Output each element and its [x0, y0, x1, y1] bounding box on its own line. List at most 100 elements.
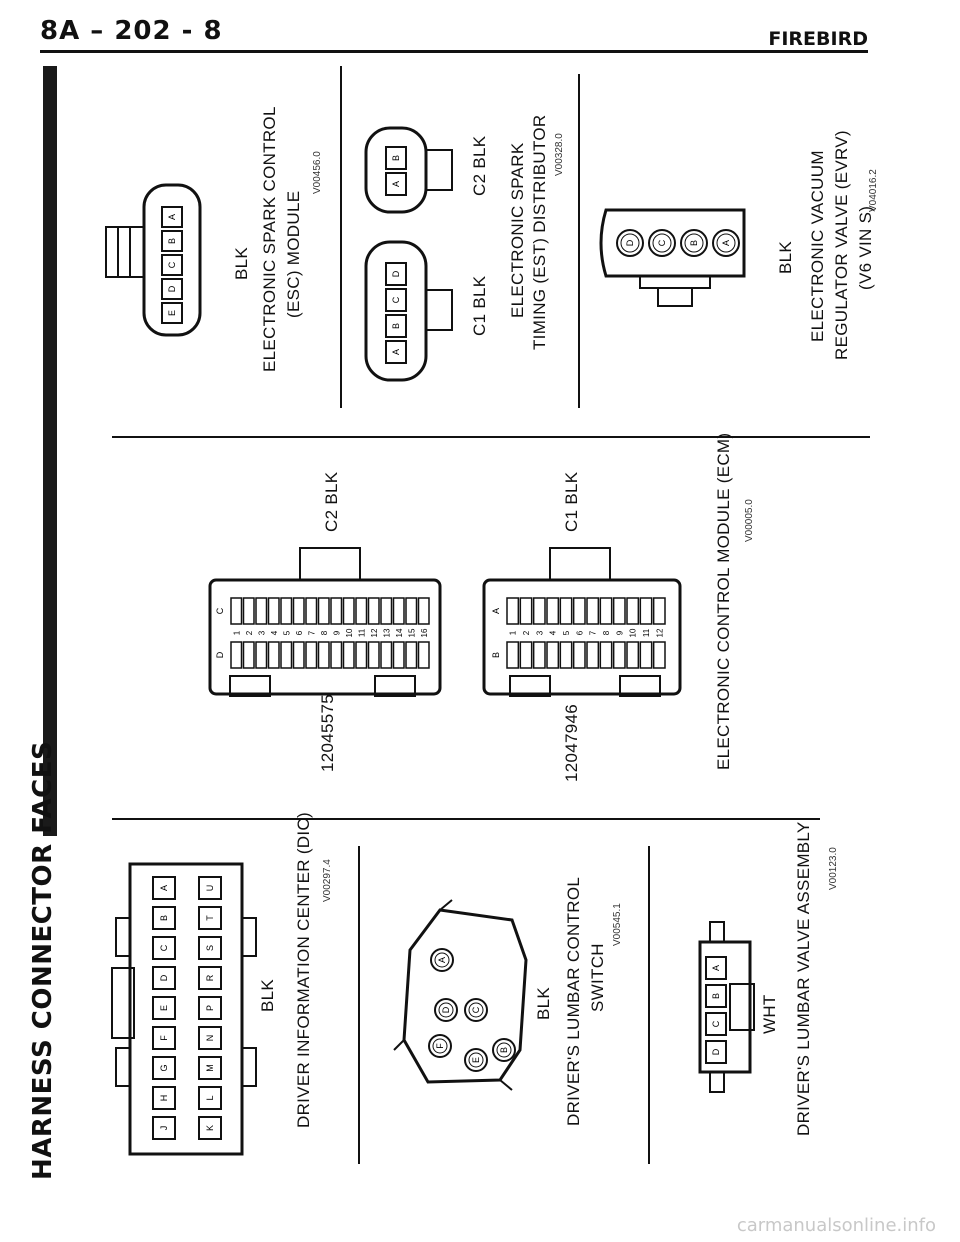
- ecm-c1-pin-top-12: [652, 597, 666, 625]
- ecm-c2-pin-top-7: [305, 597, 318, 625]
- dic-pin-E: E: [152, 996, 176, 1020]
- svg-text:B: B: [689, 240, 699, 246]
- est-c1-color: C1 BLK: [470, 275, 489, 336]
- ecm-c2-pin-top-16: [417, 597, 430, 625]
- ecm-c2-row-label-right: C: [215, 607, 225, 614]
- ecm-c1-pin-top-1: [506, 597, 520, 625]
- svg-text:A: A: [167, 214, 177, 220]
- ecm-c2-pin-bottom-13: [380, 641, 393, 669]
- evrv-pin-C: C: [648, 229, 676, 257]
- svg-text:G: G: [159, 1064, 169, 1071]
- ecm-c2-pin-bottom-15: [405, 641, 418, 669]
- svg-text:F: F: [435, 1043, 445, 1049]
- dic-pin-C: C: [152, 936, 176, 960]
- ecm-c1-pin-bottom-6: [572, 641, 586, 669]
- ecm-c1-pin-number: 12: [655, 628, 664, 637]
- dic-pin-T: T: [198, 906, 222, 930]
- ecm-c1-color: C1 BLK: [562, 471, 581, 532]
- svg-text:H: H: [159, 1095, 169, 1102]
- ecm-c2-pin-top-9: [330, 597, 343, 625]
- ecm-c1-pin-bottom-1: [506, 641, 520, 669]
- svg-text:E: E: [159, 1005, 169, 1011]
- dic-pin-U: U: [198, 876, 222, 900]
- ecm-c1-row-label-right: A: [491, 608, 501, 614]
- ecm-c1-pin-top-3: [532, 597, 546, 625]
- ecm-c2-pin-number: 7: [307, 630, 316, 635]
- ecm-c2-pin-bottom-7: [305, 641, 318, 669]
- evrv-pin-D: D: [616, 229, 644, 257]
- model-name: FIREBIRD: [768, 28, 868, 50]
- ecm-c2-pin-bottom-10: [342, 641, 355, 669]
- ecm-c1-pin-number: 9: [615, 630, 624, 635]
- ecm-c2-pin-number: 4: [270, 630, 279, 635]
- watermark: carmanualsonline.info: [736, 1215, 936, 1236]
- svg-text:B: B: [499, 1047, 509, 1053]
- dic-pin-M: M: [198, 1056, 222, 1080]
- lumbar-valve-pin-C: C: [705, 1012, 727, 1036]
- ecm-c2-pin-top-5: [280, 597, 293, 625]
- ecm-c1-pin-number: 6: [575, 630, 584, 635]
- ecm-c1-pin-number: 4: [549, 630, 558, 635]
- ecm-c2-pin-top-13: [380, 597, 393, 625]
- ecm-c2-pin-number: 2: [245, 630, 254, 635]
- section-title: HARNESS CONNECTOR FACES: [28, 740, 58, 1180]
- lumbar-switch-pin-A: A: [430, 948, 454, 972]
- ecm-c2-pin-number: 14: [395, 628, 404, 637]
- ecm-c1-pin-bottom-8: [599, 641, 613, 669]
- page-number: 8A – 202 - 8: [40, 16, 223, 46]
- section-bar: [43, 66, 57, 836]
- svg-text:D: D: [711, 1048, 721, 1055]
- svg-text:D: D: [159, 974, 169, 981]
- svg-text:L: L: [205, 1095, 215, 1100]
- ecm-c2-pin-number: 1: [232, 630, 241, 635]
- ecm-c1-part: 12047946: [562, 703, 581, 782]
- ecm-c1-pin-number: 1: [509, 630, 518, 635]
- evrv-pin-A: A: [712, 229, 740, 257]
- ecm-c1-pin-number: 7: [589, 630, 598, 635]
- divider-dic-lumbar: [358, 846, 360, 1164]
- ecm-c2-pin-top-8: [317, 597, 330, 625]
- ecm-c2-pin-number: 6: [295, 630, 304, 635]
- ecm-c2-pin-bottom-4: [267, 641, 280, 669]
- ecm-c1-pin-top-8: [599, 597, 613, 625]
- ecm-c2-color: C2 BLK: [322, 471, 341, 532]
- svg-text:K: K: [205, 1125, 215, 1131]
- divider-lumbar-valve: [648, 846, 650, 1164]
- svg-text:S: S: [205, 945, 215, 951]
- dic-code: V00297.4: [322, 859, 333, 902]
- lumbar-switch-pin-D: D: [434, 998, 458, 1022]
- ecm-code: V00005.0: [744, 499, 755, 542]
- ecm-c2-pin-top-4: [267, 597, 280, 625]
- ecm-c2-pin-top-2: [242, 597, 255, 625]
- est-c2-pin-B: B: [385, 146, 407, 170]
- svg-text:C: C: [711, 1020, 721, 1027]
- ecm-c1-pin-number: 11: [642, 628, 651, 637]
- est-c1-pin-D: D: [385, 262, 407, 286]
- est-code: V00328.0: [554, 133, 565, 176]
- evrv-name-1: ELECTRONIC VACUUM: [808, 150, 827, 342]
- ecm-c1-pin-bottom-11: [639, 641, 653, 669]
- evrv-name-2: REGULATOR VALVE (EVRV): [832, 130, 851, 360]
- svg-text:A: A: [391, 349, 401, 355]
- dic-pin-G: G: [152, 1056, 176, 1080]
- lumbar-valve-color: WHT: [760, 994, 779, 1034]
- est-name-1: ELECTRONIC SPARK: [508, 142, 527, 318]
- lumbar-switch-code: V00545.1: [612, 903, 623, 946]
- dic-pin-R: R: [198, 966, 222, 990]
- ecm-c2-pin-bottom-2: [242, 641, 255, 669]
- svg-text:A: A: [721, 240, 731, 246]
- est-c2-pin-A: A: [385, 172, 407, 196]
- svg-text:E: E: [471, 1057, 481, 1063]
- esc-pin-A: A: [161, 206, 183, 228]
- ecm-c2-pin-bottom-14: [392, 641, 405, 669]
- evrv-code: V04016.2: [868, 169, 879, 212]
- lumbar-valve-code: V00123.0: [828, 847, 839, 890]
- svg-text:C: C: [159, 944, 169, 951]
- ecm-c2-row-label-left: D: [215, 651, 225, 658]
